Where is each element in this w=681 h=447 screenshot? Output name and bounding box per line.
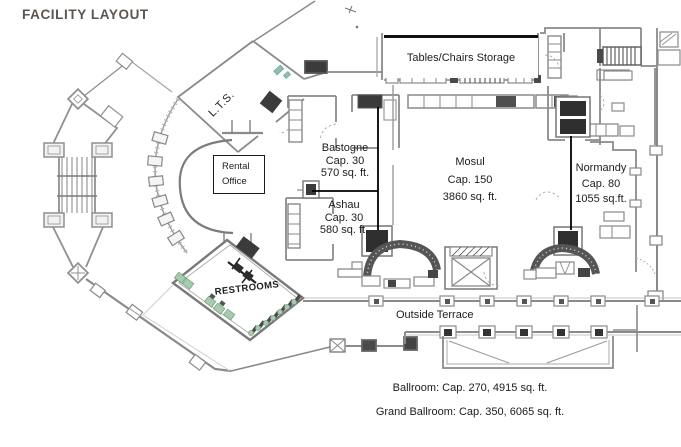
ashau-name: Ashau — [328, 199, 360, 211]
tables-chairs-storage-text: Tables/Chairs Storage — [406, 52, 516, 64]
rental-office-line2: Office — [222, 176, 247, 187]
normandy-area: 1055 sq.ft. — [575, 193, 627, 205]
tables-chairs-storage-label: Tables/Chairs Storage — [384, 35, 538, 78]
mosul-room-label: Mosul Cap. 150 3860 sq. ft. — [432, 154, 508, 207]
outside-terrace-label: Outside Terrace — [396, 309, 474, 321]
mosul-area: 3860 sq. ft. — [442, 191, 498, 203]
grand-ballroom-note: Grand Ballroom: Cap. 350, 6065 sq. ft. — [375, 406, 565, 418]
rental-office-label: Rental Office — [213, 155, 265, 194]
leader-lines — [312, 107, 572, 230]
ashau-room-label: Ashau Cap. 30 580 sq. ft. — [311, 199, 377, 237]
rental-office-line1: Rental — [222, 161, 250, 172]
normandy-capacity: Cap. 80 — [581, 177, 621, 190]
mosul-capacity: Cap. 150 — [447, 173, 493, 186]
bastogne-area: 570 sq. ft. — [320, 167, 370, 179]
bastogne-room-label: Bastogne Cap. 30 570 sq. ft. — [312, 142, 378, 180]
normandy-name: Normandy — [575, 162, 627, 174]
page-title: FACILITY LAYOUT — [22, 7, 149, 22]
mosul-name: Mosul — [455, 156, 485, 168]
bastogne-capacity: Cap. 30 — [325, 154, 365, 167]
ballroom-note: Ballroom: Cap. 270, 4915 sq. ft. — [392, 382, 548, 394]
normandy-room-label: Normandy Cap. 80 1055 sq.ft. — [563, 161, 639, 208]
bastogne-name: Bastogne — [321, 142, 369, 154]
ashau-area: 580 sq. ft. — [319, 224, 369, 236]
ashau-capacity: Cap. 30 — [324, 211, 364, 224]
